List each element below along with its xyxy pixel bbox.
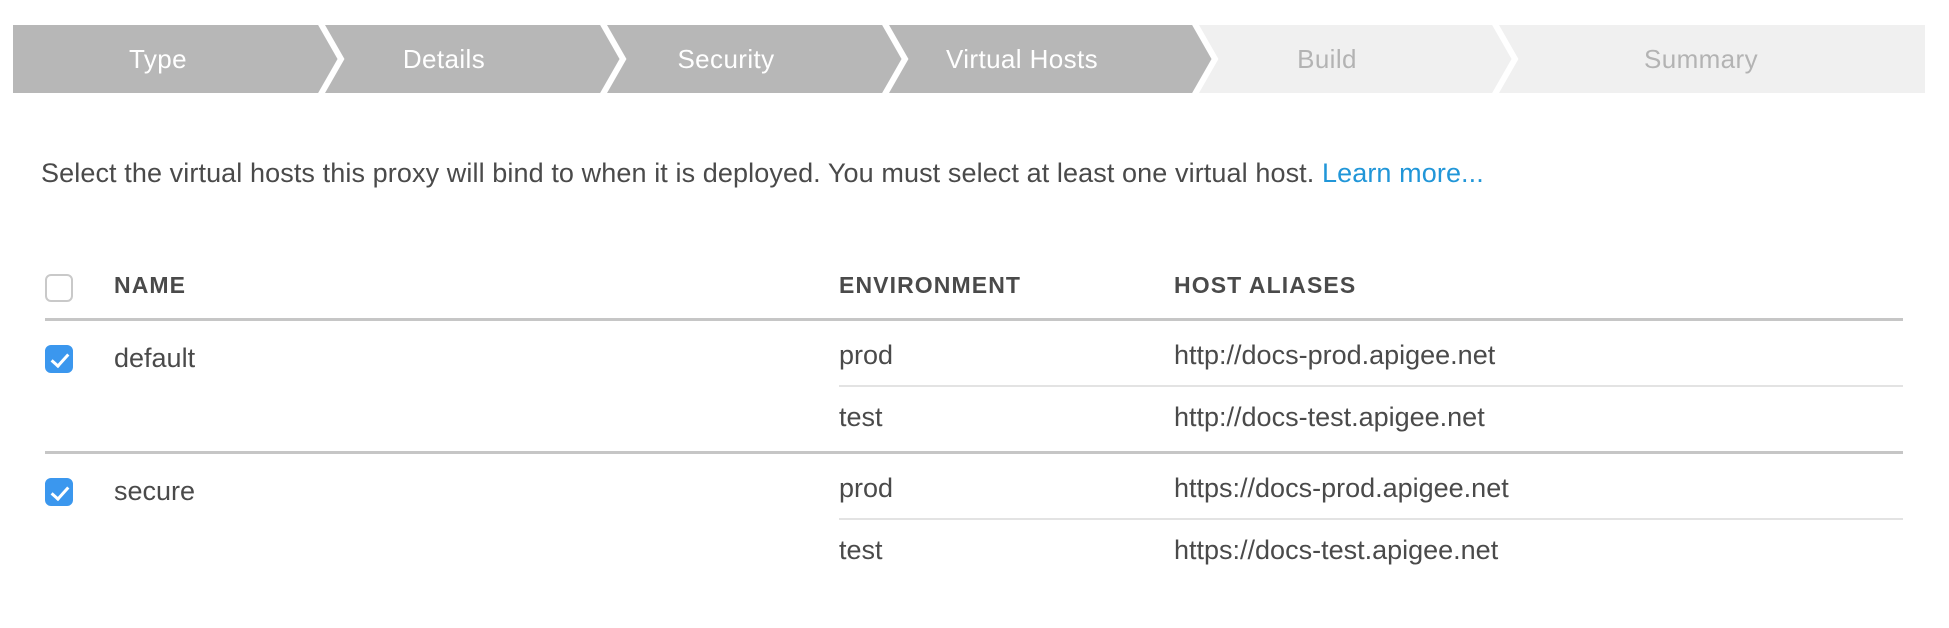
table-header-row: NAME ENVIRONMENT HOST ALIASES [45, 272, 1903, 318]
column-header-environment: ENVIRONMENT [839, 272, 1022, 298]
wizard-step-label: Summary [1643, 43, 1759, 74]
wizard-step-label: Type [129, 43, 187, 74]
column-header-group: ENVIRONMENT HOST ALIASES [839, 272, 1903, 318]
group-divider [45, 451, 1903, 454]
row-select-cell [45, 325, 114, 447]
wizard-step-type[interactable]: Type [13, 25, 345, 93]
wizard-step-build[interactable]: Build [1177, 25, 1519, 93]
cell-environment: test [839, 402, 883, 432]
select-all-checkbox[interactable] [45, 274, 73, 302]
wizard-step-security[interactable]: Security [585, 25, 909, 93]
column-header-name: NAME [114, 272, 187, 298]
wizard-breadcrumb: Type Details Security Virtual Hosts Build Sum… [13, 25, 1925, 93]
environment-row: test https://docs-test.apigee.net [839, 518, 1903, 580]
cell-host-alias: http://docs-test.apigee.net [1174, 402, 1485, 432]
table-row: default prod http://docs-prod.apigee.net te… [45, 321, 1903, 451]
select-all-cell [45, 272, 114, 318]
page-description: Select the virtual hosts this proxy will… [41, 158, 1484, 189]
cell-name: default [114, 343, 196, 373]
wizard-step-virtual-hosts[interactable]: Virtual Hosts [867, 25, 1219, 93]
wizard-step-label: Virtual Hosts [945, 43, 1099, 74]
wizard-step-label: Build [1297, 43, 1357, 74]
header-divider [45, 318, 1903, 321]
cell-environment: test [839, 535, 883, 565]
virtual-hosts-table: NAME ENVIRONMENT HOST ALIASES default pro… [45, 272, 1903, 584]
wizard-step-label: Security [677, 43, 775, 74]
cell-environment: prod [839, 340, 894, 370]
description-text: Select the virtual hosts this proxy will… [41, 158, 1315, 188]
environment-row: prod http://docs-prod.apigee.net [839, 325, 1903, 385]
cell-host-alias: https://docs-test.apigee.net [1174, 535, 1499, 565]
environment-row: prod https://docs-prod.apigee.net [839, 458, 1903, 518]
cell-host-alias: https://docs-prod.apigee.net [1174, 473, 1509, 503]
row-checkbox[interactable] [45, 478, 73, 506]
cell-entries: prod https://docs-prod.apigee.net test http… [839, 458, 1903, 580]
wizard-step-label: Details [402, 43, 486, 74]
column-header-host-aliases: HOST ALIASES [1174, 272, 1357, 298]
learn-more-link[interactable]: Learn more... [1321, 158, 1484, 188]
cell-entries: prod http://docs-prod.apigee.net test http:… [839, 325, 1903, 447]
environment-row: test http://docs-test.apigee.net [839, 385, 1903, 447]
table-row: secure prod https://docs-prod.apigee.net te… [45, 454, 1903, 584]
table-body: default prod http://docs-prod.apigee.net te… [45, 321, 1903, 584]
row-checkbox[interactable] [45, 345, 73, 373]
cell-environment: prod [839, 473, 894, 503]
cell-host-alias: http://docs-prod.apigee.net [1174, 340, 1496, 370]
cell-name: secure [114, 476, 196, 506]
row-select-cell [45, 458, 114, 580]
wizard-step-summary[interactable]: Summary [1477, 25, 1925, 93]
wizard-step-details[interactable]: Details [303, 25, 627, 93]
